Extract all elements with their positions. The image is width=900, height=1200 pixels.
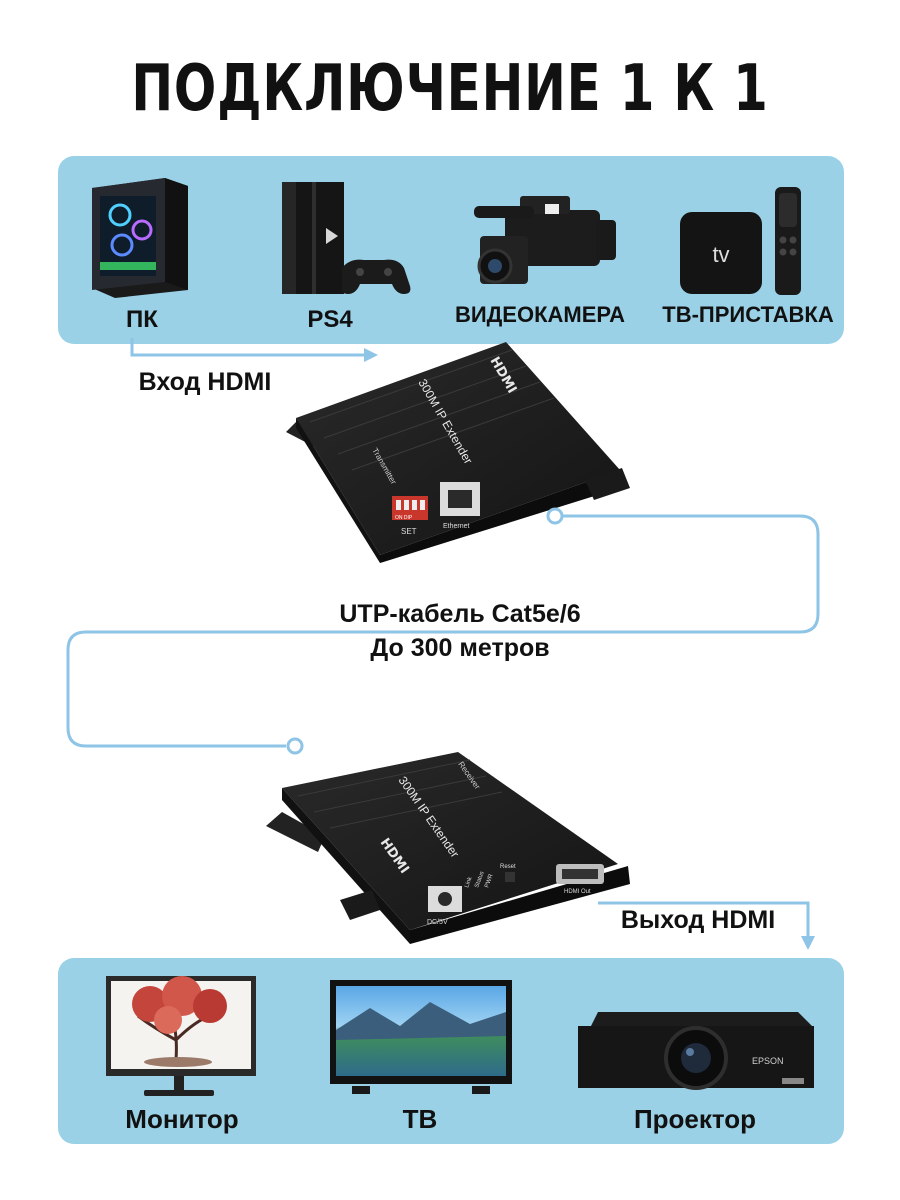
input-hdmi-label: Вход HDMI bbox=[138, 368, 272, 396]
tv-icon bbox=[330, 980, 512, 1094]
receiver-status-label: Status bbox=[474, 871, 485, 889]
source-label-pc: ПК bbox=[126, 306, 158, 333]
source-label-tv-box: ТВ-ПРИСТАВКА bbox=[662, 302, 834, 327]
cable-end-transmitter bbox=[546, 507, 564, 525]
projector-brand-text: EPSON bbox=[752, 1056, 784, 1066]
video-camera-icon bbox=[474, 196, 616, 284]
ps4-console-icon bbox=[282, 182, 411, 294]
svg-text:tv: tv bbox=[712, 242, 729, 267]
destination-label-projector: Проектор bbox=[633, 1104, 757, 1134]
hdmi-output-arrow bbox=[598, 901, 815, 950]
cable-label-line1: UTP-кабель Cat5e/6 bbox=[339, 600, 581, 628]
receiver-link-label: Link bbox=[464, 875, 474, 888]
receiver-pwr-label: PWR bbox=[484, 873, 495, 889]
destination-label-tv: ТВ bbox=[402, 1104, 438, 1134]
monitor-icon bbox=[106, 976, 256, 1096]
hdmi-input-arrow bbox=[130, 338, 378, 362]
page-title: ПОДКЛЮЧЕНИЕ 1 К 1 bbox=[131, 52, 769, 126]
projector-icon bbox=[578, 1012, 814, 1090]
pc-tower-icon bbox=[92, 178, 188, 298]
cable-end-receiver bbox=[286, 737, 304, 755]
transmitter-device bbox=[286, 342, 630, 563]
transmitter-dip-caption: ON DIP bbox=[395, 515, 413, 521]
transmitter-ethernet-label: Ethernet bbox=[443, 523, 470, 530]
receiver-device bbox=[266, 752, 630, 944]
receiver-reset-label: Reset bbox=[500, 864, 516, 870]
source-label-camera: ВИДЕОКАМЕРА bbox=[454, 302, 626, 327]
transmitter-set-label: SET bbox=[401, 527, 417, 536]
cable-label-line2: До 300 метров bbox=[370, 634, 550, 662]
source-label-ps4: PS4 bbox=[307, 306, 353, 333]
destination-label-monitor: Монитор bbox=[125, 1104, 239, 1134]
output-hdmi-label: Выход HDMI bbox=[620, 906, 776, 934]
receiver-dc-label: DC/5V bbox=[427, 919, 448, 926]
tv-box-icon: tv bbox=[680, 187, 801, 295]
receiver-hdmi-out-label: HDMI Out bbox=[564, 889, 591, 895]
utp-cable-line bbox=[66, 507, 820, 755]
